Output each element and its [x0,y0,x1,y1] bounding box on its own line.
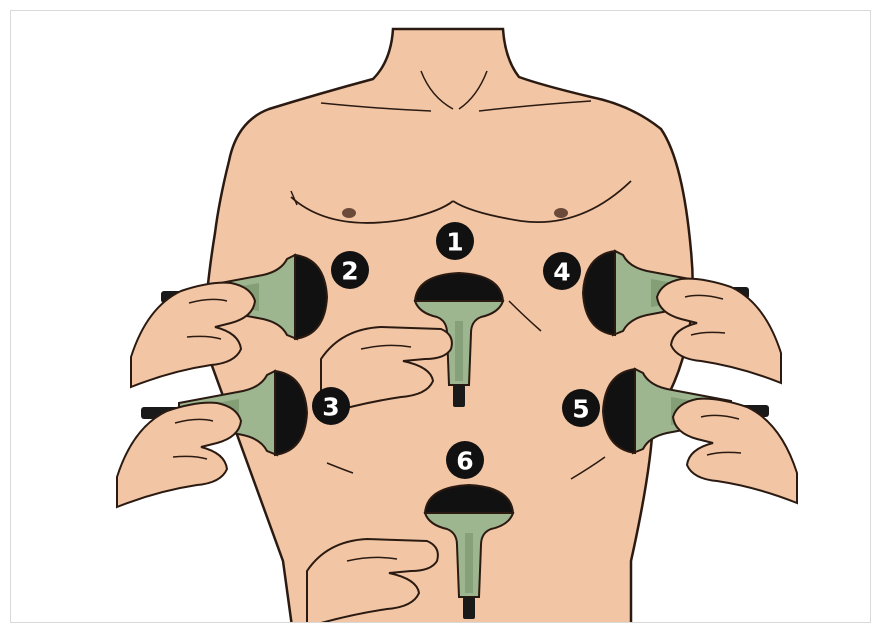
marker-1: 1 [436,222,474,260]
marker-5: 5 [562,389,600,427]
marker-1-label: 1 [446,228,463,257]
marker-4-label: 4 [553,258,570,287]
marker-3-label: 3 [322,393,339,422]
marker-4: 4 [543,252,581,290]
torso-ultrasound-diagram: 1 2 3 4 5 6 [11,11,871,623]
marker-2-label: 2 [341,257,358,286]
marker-5-label: 5 [572,395,589,424]
marker-6: 6 [446,441,484,479]
marker-3: 3 [312,387,350,425]
marker-2: 2 [331,251,369,289]
diagram-frame: 1 2 3 4 5 6 [10,10,871,623]
marker-6-label: 6 [456,447,473,476]
